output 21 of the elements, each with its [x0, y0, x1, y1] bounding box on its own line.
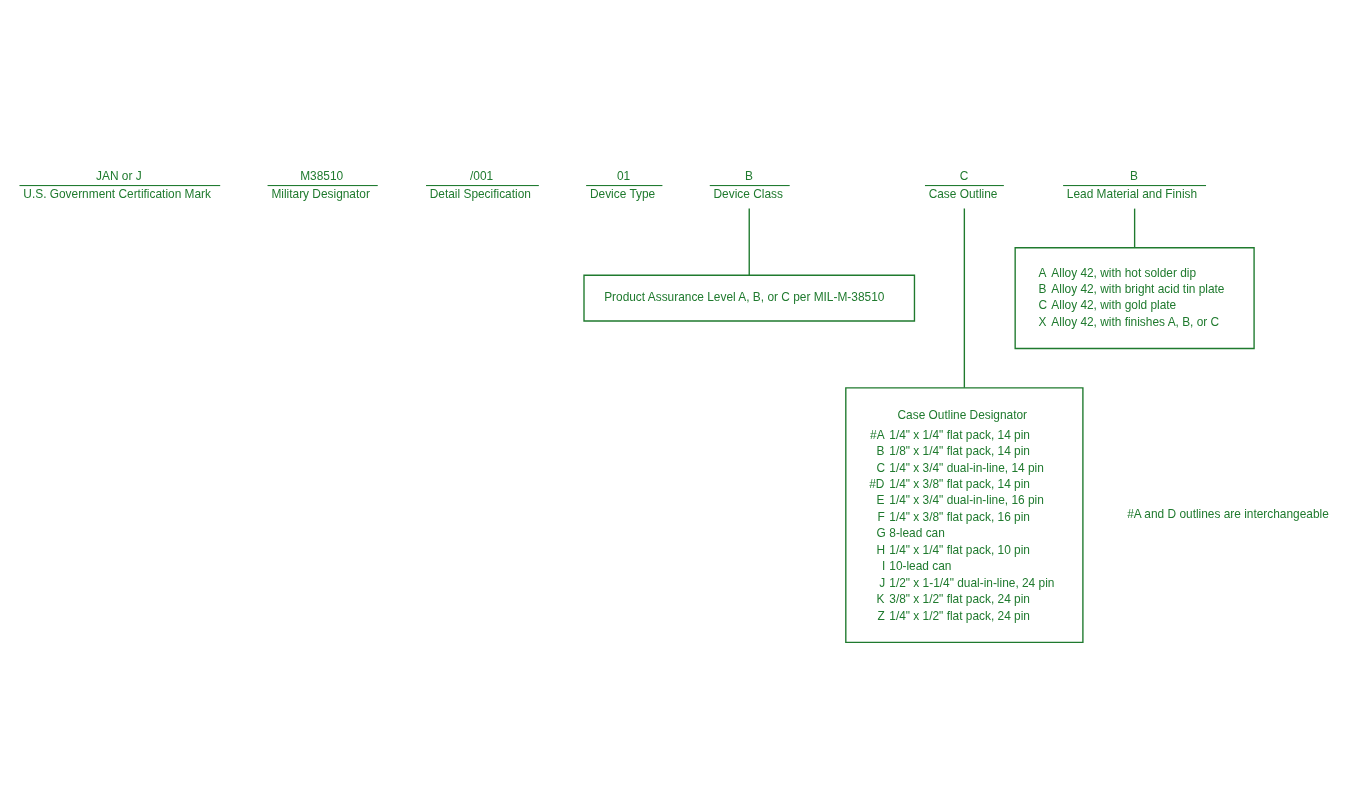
node-box: Product Assurance Level A, B, or C per MIL-M-38510 — [583, 274, 916, 322]
node-label: Device Type — [589, 186, 656, 201]
node-label: C — [959, 168, 969, 183]
node-label: Lead Material and Finish — [1066, 186, 1198, 201]
node-box: Case Outline Designator #A 1/4" x 1/4" flat pack, 14 pin B 1/8" x 1/4" flat pack, 14 pin C 1/4" x 3/4" dual-in-line, 14 pin #D 1/4" x 3/8" flat pack, 14 pin E 1/4" x 3/4" dual-in-line, 16 pin F 1/4" x 3/8" flat pack, 16 pin G 8-lead can H 1/4" x 1/4" flat pack, 10 pin I 10-lead can J 1/2" x 1-1/4" dual-in-line, 24 pin K 3/8" x 1/2" flat pack, 24 pin Z 1/4" x 1/2" flat pack, 24 pin — [845, 387, 1084, 644]
node-label: B — [745, 168, 754, 183]
connector — [963, 207, 966, 389]
node-label: Device Class — [713, 186, 783, 201]
node-label: U.S. Government Certification Mark — [23, 186, 211, 201]
node-label: Detail Specification — [429, 186, 531, 201]
connector — [1133, 207, 1136, 249]
node-label: /001 — [470, 168, 494, 183]
node-label: 01 — [616, 168, 631, 183]
node-label: Case Outline — [928, 186, 998, 201]
connector — [748, 207, 750, 276]
node-label: B — [1130, 168, 1138, 183]
node-label: JAN or J — [96, 168, 142, 183]
node-label: M38510 — [300, 168, 344, 183]
node-box: A Alloy 42, with hot solder dip B Alloy 42, with bright acid tin plate C Alloy 42, with gold plate X Alloy 42, with finishes A, B, or C — [1014, 247, 1255, 350]
node-label: Military Designator — [271, 186, 370, 201]
label: #A and D outlines are interchangeable — [1127, 507, 1329, 522]
